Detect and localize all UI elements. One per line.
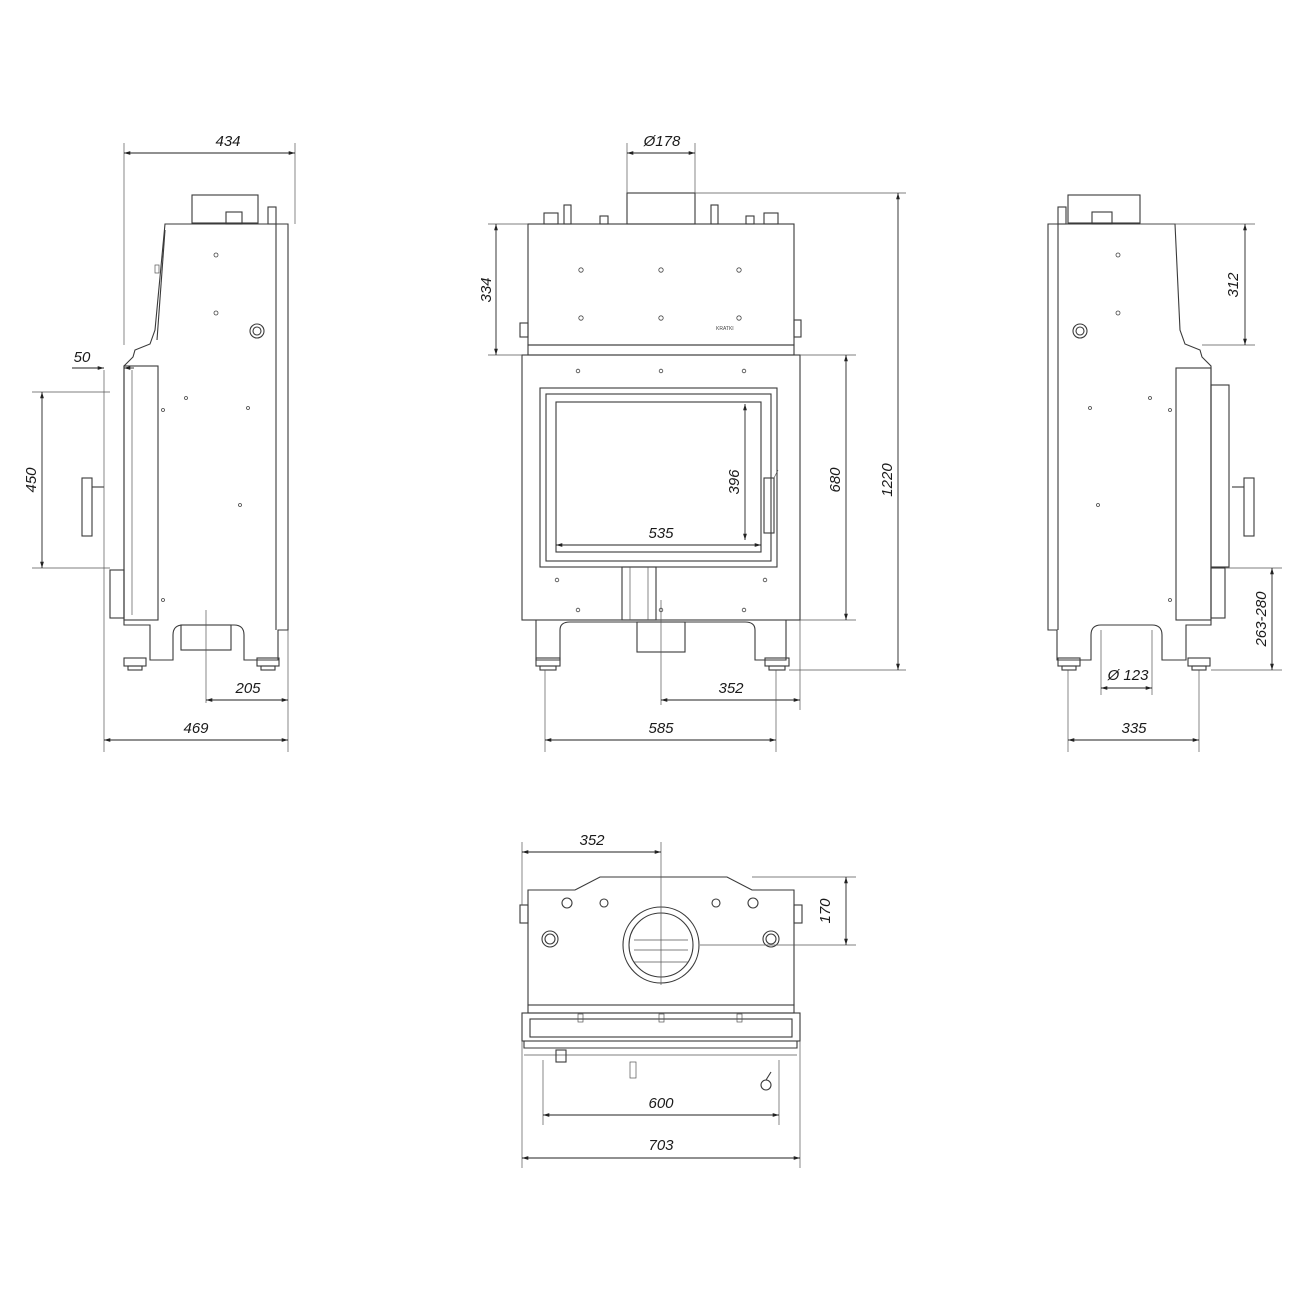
dim-335: 335	[1121, 720, 1147, 737]
dim-205: 205	[234, 680, 261, 697]
top-view	[519, 876, 803, 1091]
brand-mark: KRATKI	[716, 326, 734, 332]
dim-170: 170	[817, 898, 834, 924]
dim-diameter-123: Ø 123	[1107, 667, 1150, 684]
side-view-left	[81, 194, 289, 703]
front-view: KRATKI	[519, 192, 802, 671]
side-view-right	[1047, 194, 1255, 671]
dim-680: 680	[827, 467, 844, 493]
dim-535: 535	[648, 525, 674, 542]
dim-263-280: 263-280	[1253, 591, 1270, 648]
dim-585: 585	[648, 720, 674, 737]
dim-600: 600	[648, 1095, 674, 1112]
dim-diameter-178: Ø178	[643, 133, 681, 150]
dim-352-top: 352	[579, 832, 605, 849]
dim-450: 450	[23, 467, 40, 493]
dimensions-top-view: 352 170 600 703	[521, 832, 856, 1168]
dim-703: 703	[648, 1137, 674, 1154]
dim-50: 50	[74, 349, 91, 366]
dim-312: 312	[1225, 272, 1242, 298]
dimensions-front-view: Ø178 334 396 535 680 1220 352 585	[478, 133, 906, 752]
dimensions-left-view: 434 50 450 205 469	[23, 133, 296, 752]
dimensions-right-view: 312 263-280 Ø 123 335	[1067, 223, 1282, 752]
dim-396: 396	[726, 469, 743, 495]
dim-352-front: 352	[718, 680, 744, 697]
dim-434: 434	[215, 133, 240, 150]
dim-469: 469	[183, 720, 209, 737]
dim-1220: 1220	[879, 463, 896, 497]
dim-334: 334	[478, 277, 495, 302]
